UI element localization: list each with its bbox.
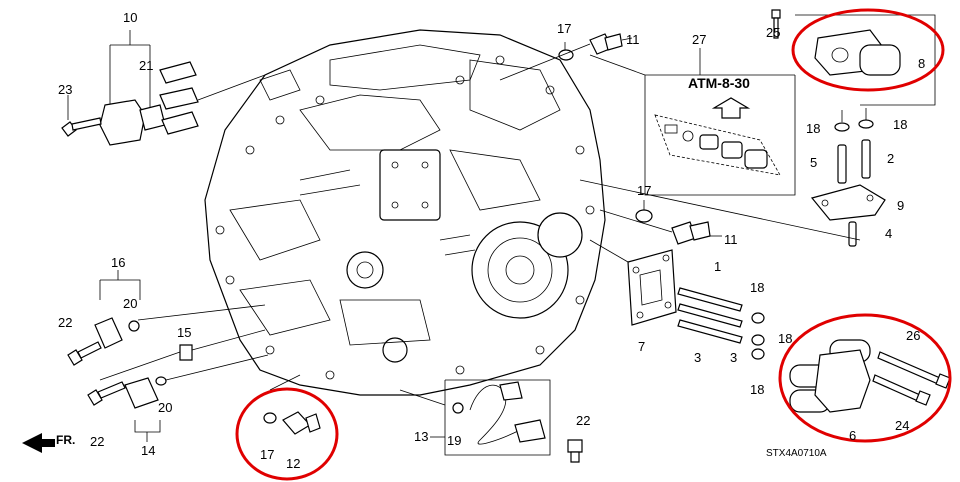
callout-11-top: 11 — [626, 32, 640, 47]
callout-17-bottom: 17 — [260, 447, 274, 462]
pins-5-2 — [837, 139, 871, 184]
callout-18-a: 18 — [806, 121, 820, 136]
callout-22-c: 22 — [576, 413, 590, 428]
callout-9: 9 — [897, 198, 904, 213]
callout-4: 4 — [885, 226, 892, 241]
front-direction-arrow: FR. — [22, 433, 75, 453]
callout-1: 1 — [714, 259, 721, 274]
callout-25: 25 — [766, 25, 780, 40]
callout-16: 16 — [111, 255, 125, 270]
transmission-case — [204, 29, 606, 396]
callout-3-b: 3 — [730, 350, 737, 365]
callout-21: 21 — [139, 58, 153, 73]
callout-22-b: 22 — [90, 434, 104, 449]
callout-18-e: 18 — [750, 382, 764, 397]
oil-pressure-switch-upper — [499, 33, 633, 81]
solenoid-8 — [771, 9, 936, 106]
callout-6: 6 — [849, 428, 856, 443]
cover-7 — [589, 239, 677, 326]
callout-27: 27 — [692, 32, 706, 47]
highlight-sensor-12 — [235, 387, 339, 481]
callout-18-c: 18 — [750, 280, 764, 295]
highlight-solenoid-8 — [791, 8, 945, 92]
valve-body-cover — [379, 149, 441, 221]
callout-24: 24 — [895, 418, 909, 433]
callout-7: 7 — [638, 339, 645, 354]
callout-5: 5 — [810, 155, 817, 170]
reference-box — [589, 48, 796, 196]
plate-9 — [810, 184, 886, 221]
callout-3-a: 3 — [694, 350, 701, 365]
callout-20-a: 20 — [123, 296, 137, 311]
front-direction-label: FR. — [56, 433, 75, 447]
seals-18-right — [751, 312, 765, 360]
oil-pressure-switch-lower — [599, 200, 722, 245]
pin-4 — [848, 221, 857, 247]
bolt-23 — [61, 95, 102, 137]
solenoid-6 — [789, 339, 951, 413]
callout-12: 12 — [286, 456, 300, 471]
callout-19: 19 — [447, 433, 461, 448]
highlight-solenoid-6 — [778, 313, 952, 443]
reference-code: ATM-8-30 — [688, 75, 750, 91]
callout-2: 2 — [887, 151, 894, 166]
diagram-code: STX4A0710A — [766, 448, 827, 459]
callout-11-mid: 11 — [724, 232, 738, 247]
clip-15 — [99, 329, 266, 381]
callout-22-a: 22 — [58, 315, 72, 330]
callout-20-b: 20 — [158, 400, 172, 415]
callout-18-d: 18 — [778, 331, 792, 346]
sensor-16-assembly — [67, 270, 266, 366]
callout-14: 14 — [141, 443, 155, 458]
sensor-14-assembly — [87, 354, 269, 442]
callout-17-top: 17 — [557, 21, 571, 36]
callout-8: 8 — [918, 56, 925, 71]
sensor-harness-13 — [399, 379, 583, 463]
pins-1-3 — [677, 287, 743, 344]
sensor-12 — [263, 374, 321, 435]
speed-sensor-assembly — [99, 30, 266, 146]
callout-26: 26 — [906, 328, 920, 343]
callout-10: 10 — [123, 10, 137, 25]
callout-13: 13 — [414, 429, 428, 444]
seals-18-top — [834, 108, 874, 132]
callout-17-mid: 17 — [637, 183, 651, 198]
callout-18-b: 18 — [893, 117, 907, 132]
callout-15: 15 — [177, 325, 191, 340]
callout-23: 23 — [58, 82, 72, 97]
